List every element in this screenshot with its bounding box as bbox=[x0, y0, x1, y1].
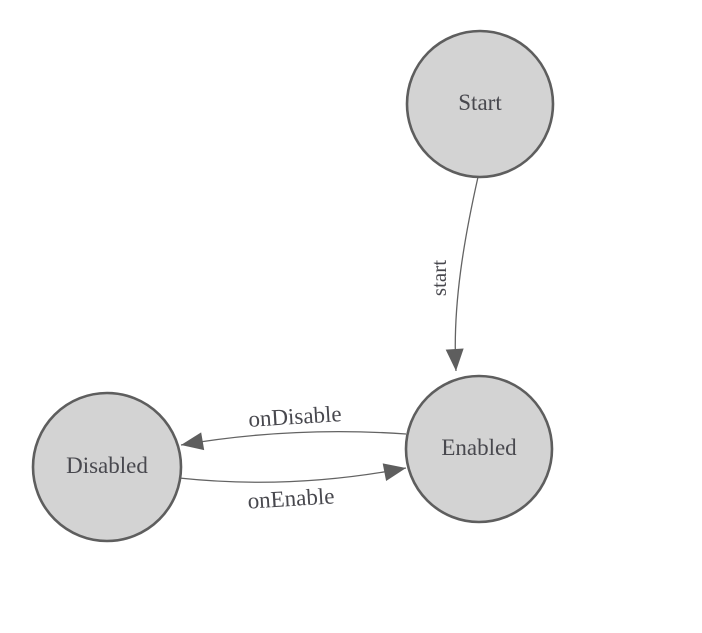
state-label-disabled: Disabled bbox=[66, 453, 148, 478]
state-node-enabled: Enabled bbox=[404, 374, 554, 524]
state-circle-disabled bbox=[31, 391, 183, 543]
edge-line bbox=[178, 463, 407, 483]
edge-label-onenable: onEnable bbox=[247, 483, 335, 513]
state-circle-start bbox=[405, 29, 555, 179]
edge-label-start: start bbox=[427, 260, 451, 296]
state-label-start: Start bbox=[458, 90, 502, 115]
edge-label-ondisable: onDisable bbox=[248, 401, 343, 432]
state-circle-enabled bbox=[404, 374, 554, 524]
edge-start-to-enabled: start bbox=[427, 176, 479, 372]
edge-disabled-to-enabled: onEnable bbox=[178, 463, 407, 514]
state-label-enabled: Enabled bbox=[441, 435, 517, 460]
edge-line bbox=[445, 176, 479, 372]
state-node-start: Start bbox=[405, 29, 555, 179]
state-node-disabled: Disabled bbox=[31, 391, 183, 543]
edge-line bbox=[180, 430, 407, 451]
edge-enabled-to-disabled: onDisable bbox=[180, 401, 407, 451]
